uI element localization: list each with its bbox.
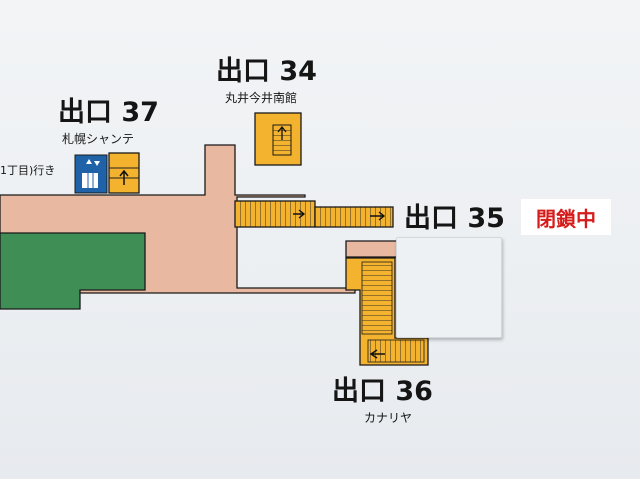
exit-36-label: 出口 36 bbox=[332, 376, 433, 407]
exit-37-label: 出口 37 bbox=[58, 97, 159, 128]
exit-34-sublabel: 丸井今井南館 bbox=[225, 91, 298, 105]
exit-35-label: 出口 35 bbox=[404, 203, 505, 234]
stairs-arrow-icon bbox=[119, 169, 129, 185]
green-area bbox=[0, 232, 146, 310]
closed-sign: 閉鎖中 bbox=[521, 199, 611, 235]
exit-36-sublabel: カナリヤ bbox=[364, 411, 413, 425]
cover-panel bbox=[396, 237, 502, 338]
direction-text: 1丁目)行き bbox=[0, 164, 56, 177]
exit-37-sublabel: 札幌シャンテ bbox=[62, 132, 135, 146]
exit-36-stairs bbox=[345, 240, 429, 366]
elevator-icon bbox=[74, 154, 108, 194]
exit-35-stairs bbox=[234, 200, 394, 228]
exit-34-stairs bbox=[254, 112, 302, 166]
exit-34-label: 出口 34 bbox=[216, 56, 317, 87]
